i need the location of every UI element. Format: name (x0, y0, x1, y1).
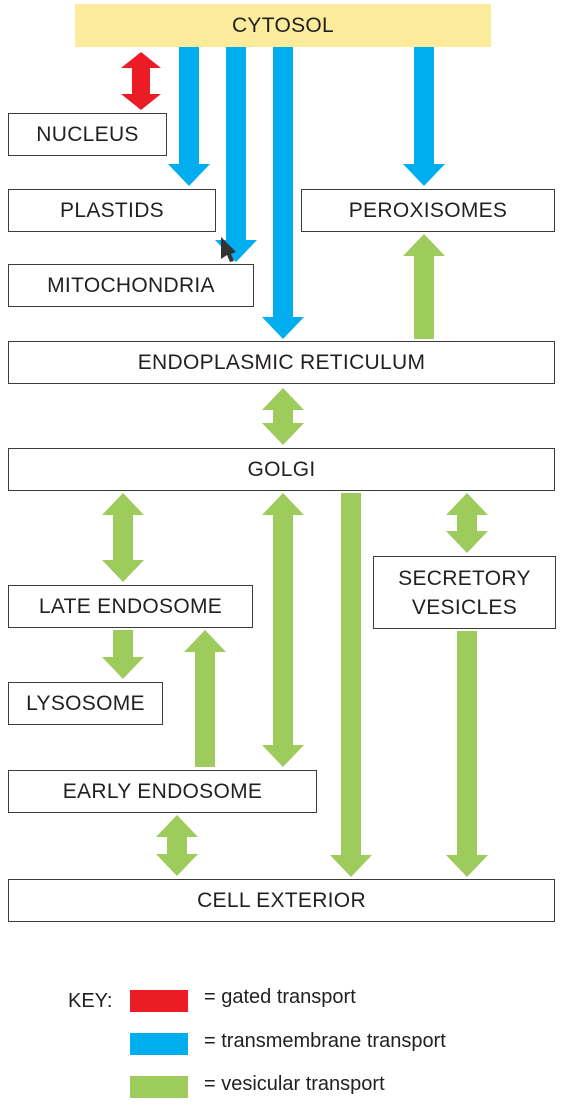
golgi-box: GOLGI (8, 448, 555, 491)
vesicular-arrow-golgi-secretory-vesicles (446, 493, 488, 553)
endoplasmic-reticulum-box: ENDOPLASMIC RETICULUM (8, 341, 555, 384)
vesicular-arrow-golgi-cell-exterior (330, 493, 372, 877)
transmembrane-arrow-cytosol-plastids (168, 47, 210, 186)
transmembrane-arrow-cytosol-peroxisomes (403, 47, 445, 186)
transmembrane-key-text: = transmembrane transport (204, 1030, 446, 1052)
vesicular-arrow-early-endosome-late-endosome (184, 630, 226, 767)
transmembrane-arrow-cytosol-mitochondria (215, 47, 257, 262)
cell-exterior-box: CELL EXTERIOR (8, 879, 555, 922)
vesicular-key-text: = vesicular transport (204, 1073, 385, 1095)
transmembrane-arrow-cytosol-er (262, 47, 304, 339)
cytosol-box: CYTOSOL (75, 4, 491, 47)
transmembrane-swatch (130, 1033, 188, 1055)
plastids-box: PLASTIDS (8, 189, 216, 232)
late-endosome-box: LATE ENDOSOME (8, 585, 253, 628)
early-endosome-box: EARLY ENDOSOME (8, 770, 317, 813)
vesicular-arrow-late-endosome-lysosome (102, 630, 144, 679)
vesicular-arrow-early-endosome-cell-exterior (156, 815, 198, 876)
mouse-pointer-icon (221, 237, 236, 262)
lysosome-box: LYSOSOME (8, 682, 163, 725)
key-label: KEY: (68, 990, 113, 1012)
mitochondria-box: MITOCHONDRIA (8, 264, 254, 307)
gated-key-text: = gated transport (204, 986, 356, 1008)
gated-arrow-cytosol-nucleus (121, 52, 161, 110)
nucleus-box: NUCLEUS (8, 113, 167, 156)
gated-swatch (130, 990, 188, 1012)
peroxisomes-box: PEROXISOMES (301, 189, 555, 232)
secretory-vesicles-box: SECRETORY VESICLES (373, 556, 556, 629)
vesicular-arrow-golgi-early-endosome (262, 493, 304, 767)
vesicular-arrow-secretory-vesicles-cell-exterior (446, 631, 488, 877)
vesicular-arrow-golgi-late-endosome (102, 493, 144, 582)
vesicular-arrow-er-golgi (262, 388, 304, 445)
vesicular-arrow-er-peroxisomes (403, 234, 445, 339)
vesicular-swatch (130, 1076, 188, 1098)
